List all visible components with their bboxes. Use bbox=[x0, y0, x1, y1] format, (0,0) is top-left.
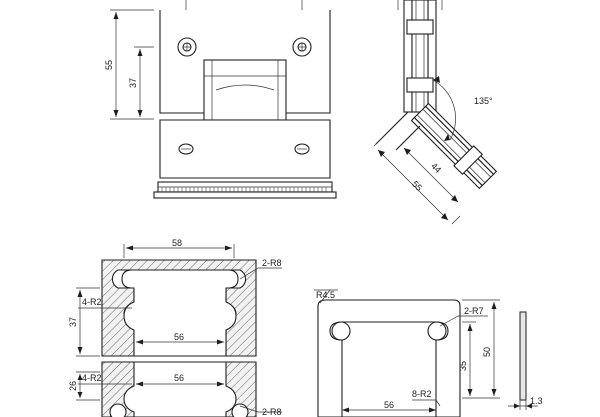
gasket-plate-outline bbox=[317, 299, 461, 417]
dim-label-55-left: 55 bbox=[104, 60, 114, 70]
dim-label-50: 50 bbox=[482, 347, 492, 357]
dim-label-56-lower: 56 bbox=[174, 373, 184, 383]
label-8-R2: 8-R2 bbox=[412, 389, 432, 399]
hinge-lower-plate bbox=[159, 119, 331, 179]
dim-label-26: 26 bbox=[68, 381, 78, 391]
gasket-side-profile: 1.3 bbox=[508, 311, 543, 410]
dim-label-56-plate: 56 bbox=[384, 400, 394, 410]
dim-label-58: 58 bbox=[172, 238, 182, 248]
cutout-upper-opening bbox=[121, 269, 239, 357]
screw-hole-upper-right bbox=[292, 37, 312, 57]
dim-label-56-upper: 56 bbox=[174, 332, 184, 342]
cutout-lower-opening bbox=[123, 361, 237, 417]
gasket-texture bbox=[161, 187, 327, 192]
screw-hole-lower-left bbox=[178, 143, 194, 155]
gasket-plate-slot bbox=[329, 321, 449, 417]
hinge-side-view: 135° 44 55 bbox=[373, 0, 498, 225]
gasket-profile-strip bbox=[519, 311, 527, 401]
glass-cutout-view: 58 2-R8 4-R2 37 56 26 4-R2 56 bbox=[68, 238, 282, 417]
side-plate-right bbox=[427, 0, 437, 113]
dim-label-35: 35 bbox=[458, 361, 468, 371]
gasket-plate-view: R4.5 2-R7 35 50 8-R2 56 bbox=[314, 289, 500, 417]
angle-label-135: 135° bbox=[474, 96, 493, 106]
dim-label-37-cutout: 37 bbox=[68, 317, 78, 327]
label-4-R2-bottom: 4-R2 bbox=[82, 373, 102, 383]
label-4-R2-top: 4-R2 bbox=[82, 297, 102, 307]
label-2-R8-bottom: 2-R8 bbox=[262, 407, 282, 417]
dim-label-1-3: 1.3 bbox=[530, 396, 543, 406]
label-2-R7: 2-R7 bbox=[464, 306, 484, 316]
hinge-knuckle bbox=[203, 59, 287, 121]
screw-hole-lower-right bbox=[294, 143, 310, 155]
dim-label-44-right: 44 bbox=[429, 161, 443, 175]
dim-label-37-left: 37 bbox=[128, 78, 138, 88]
hinge-front-view: 55 37 bbox=[104, 0, 337, 199]
label-2-R8-top: 2-R8 bbox=[262, 258, 282, 268]
dim-label-55-right: 55 bbox=[410, 179, 424, 193]
screw-hole-upper-left bbox=[177, 37, 197, 57]
side-glass bbox=[411, 0, 429, 113]
side-plate-left bbox=[403, 0, 413, 113]
label-R4-5: R4.5 bbox=[316, 290, 335, 300]
